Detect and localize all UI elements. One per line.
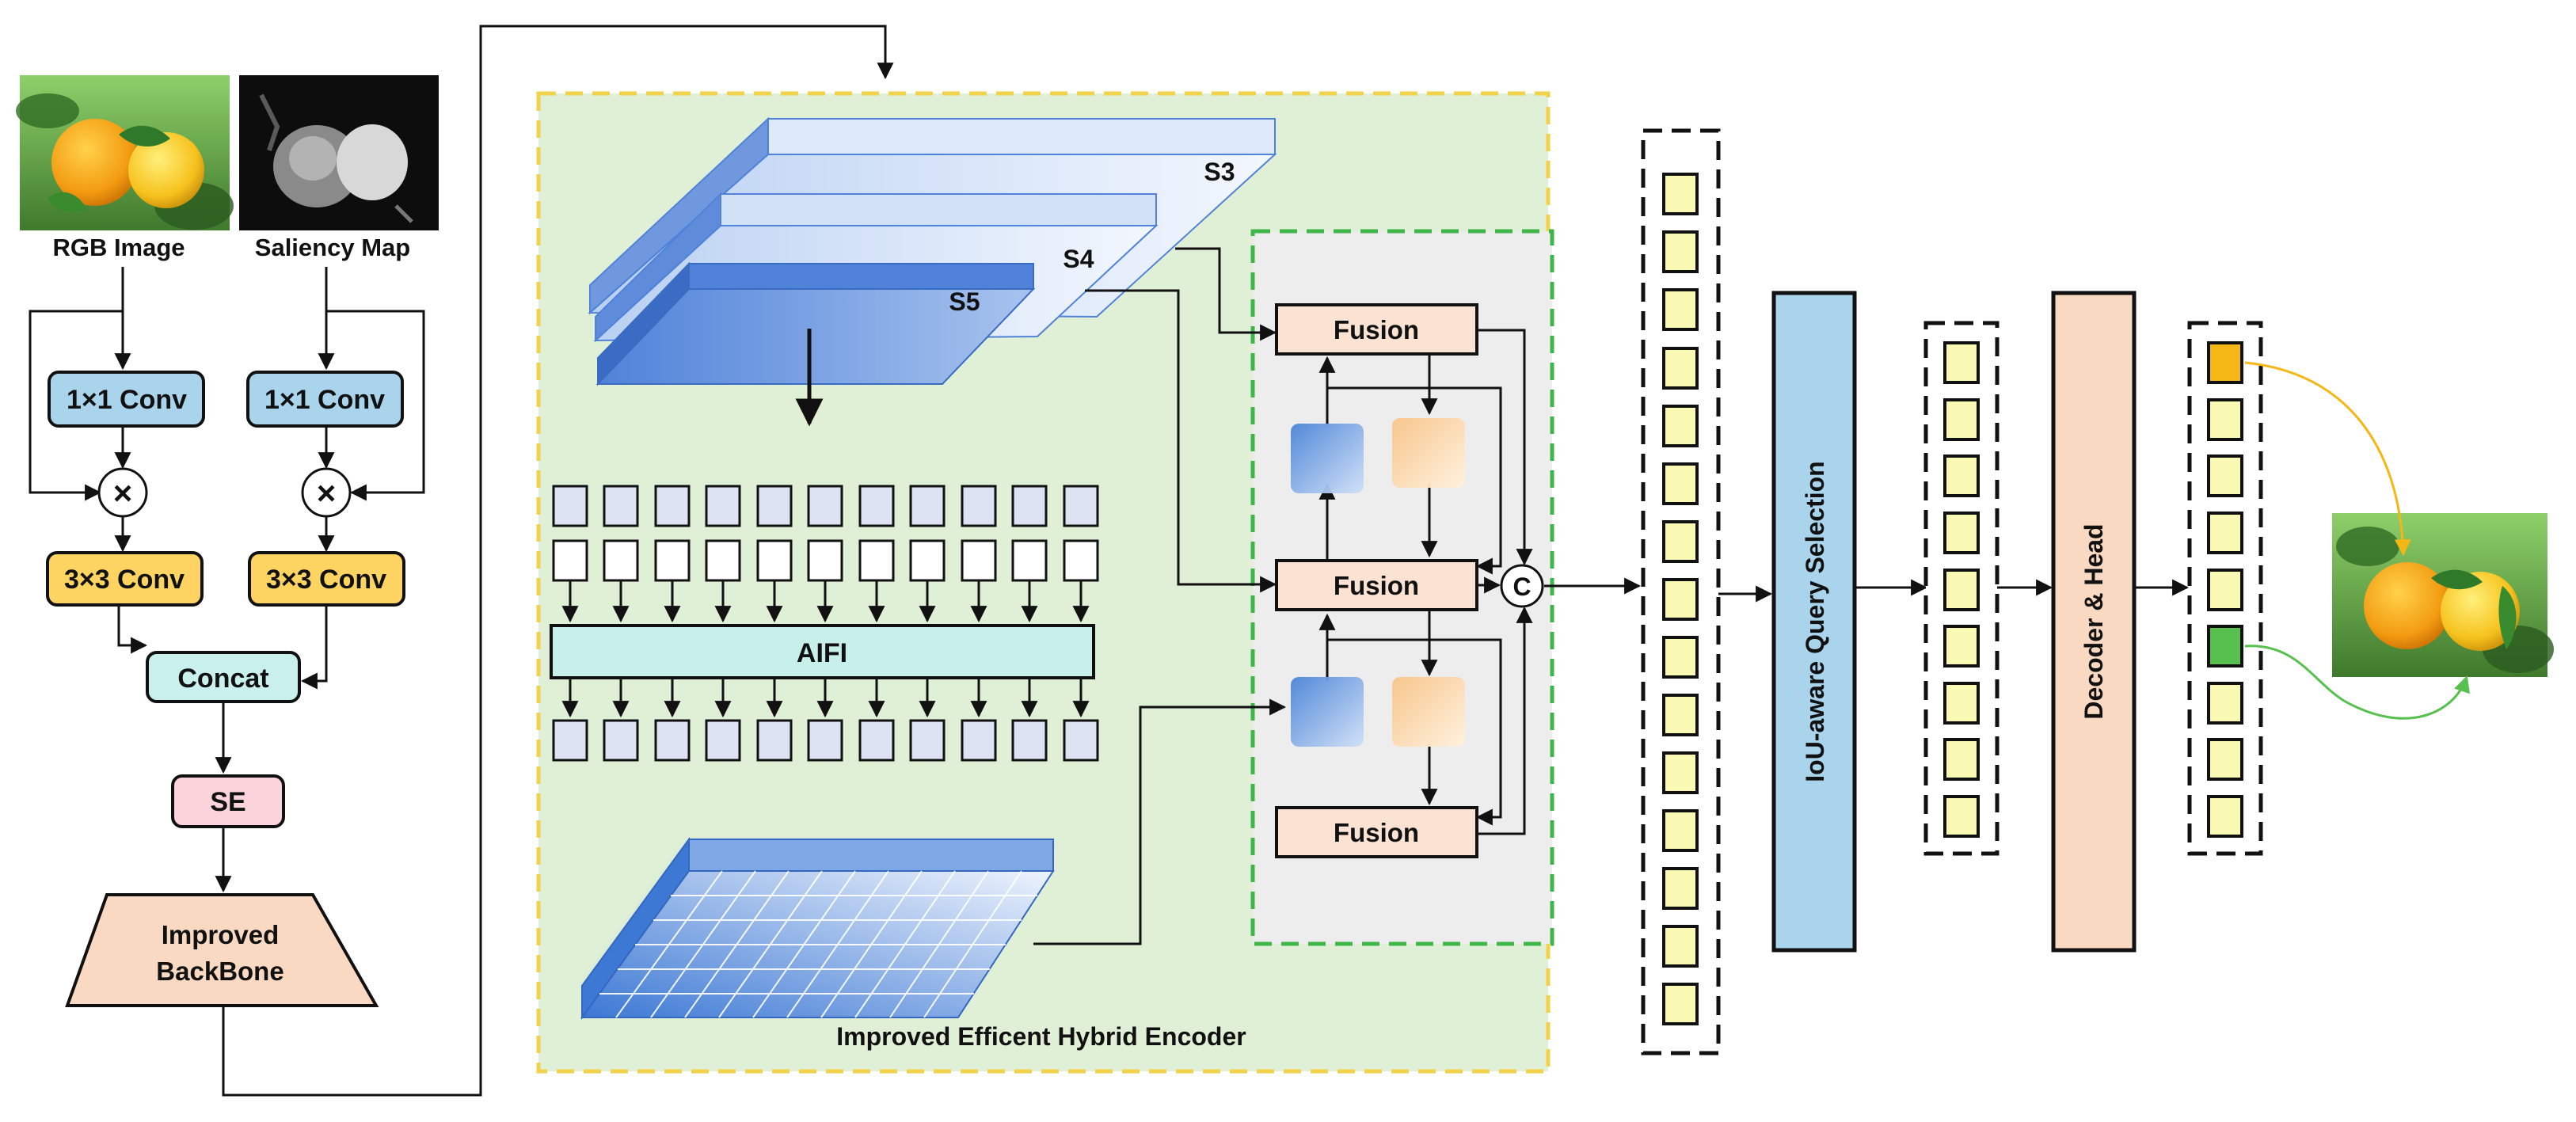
conv-tile-orange-bottom [1392, 677, 1465, 747]
rgb-multiply-symbol: × [113, 474, 133, 512]
preprocess-connectors [29, 25, 894, 1097]
saliency-map-label: Saliency Map [255, 234, 410, 261]
s4-label: S4 [1063, 245, 1094, 273]
saliency-map [239, 75, 439, 230]
aifi-out-arrows [561, 678, 1090, 718]
fusion-box-bottom [1275, 806, 1478, 858]
decoder-head-label: Decoder & Head [2079, 523, 2108, 719]
s5-label: S5 [949, 287, 980, 316]
rgb-conv1x1-label: 1×1 Conv [67, 385, 187, 415]
saliency-multiply-symbol: × [317, 474, 337, 512]
fusion-box-middle [1275, 559, 1478, 611]
query-selection-label: IoU-aware Query Selection [1801, 461, 1829, 782]
concat-node-symbol: C [1512, 572, 1531, 601]
rgb-conv3x3-box [46, 551, 204, 607]
fusion-connectors [1033, 247, 1533, 945]
se-label: SE [210, 787, 245, 817]
conv-tile-blue-top [1291, 424, 1364, 493]
aifi-output-tokens [552, 719, 1099, 762]
feature-map-s5 [595, 261, 1036, 386]
query-selection-box [1771, 291, 1857, 953]
concat-node [1500, 564, 1544, 608]
saliency-conv1x1-label: 1×1 Conv [264, 385, 385, 415]
aifi-input-tokens-2 [552, 539, 1099, 582]
rgb-multiply-node [97, 467, 148, 518]
aifi-input-tokens [552, 485, 1099, 527]
rgb-conv1x1-box [48, 371, 205, 428]
aifi-in-arrows [561, 580, 1090, 623]
selected-tokens [1943, 341, 1980, 838]
se-box [171, 774, 285, 828]
encoder-tokens [1662, 173, 1699, 1025]
fusion-box-top [1275, 303, 1478, 356]
rgb-image-label: RGB Image [52, 234, 185, 261]
saliency-conv3x3-box [248, 551, 405, 607]
decoder-head-box [2051, 291, 2137, 953]
aifi-box [550, 624, 1095, 679]
backbone-box [65, 893, 379, 1007]
aifi-label: AIFI [797, 638, 847, 668]
rgb-image [16, 75, 234, 230]
saliency-conv1x1-box [246, 371, 404, 428]
backbone-label-line2: BackBone [156, 957, 283, 986]
saliency-conv3x3-label: 3×3 Conv [266, 565, 386, 595]
reshaped-feature-grid [580, 836, 1055, 1021]
detection-output-image [2332, 513, 2554, 677]
green-detection-link [2244, 645, 2470, 720]
fusion-middle-label: Fusion [1334, 571, 1419, 600]
fusion-top-label: Fusion [1334, 315, 1419, 344]
s3-label: S3 [1204, 158, 1235, 186]
conv-tile-orange-top [1392, 418, 1465, 488]
saliency-multiply-node [301, 467, 352, 518]
concat-label: Concat [177, 664, 268, 694]
fusion-bottom-label: Fusion [1334, 818, 1419, 847]
orange-detection-link [2244, 361, 2411, 557]
rgb-conv3x3-label: 3×3 Conv [64, 565, 185, 595]
concat-box [146, 651, 301, 703]
encoder-title: Improved Efficent Hybrid Encoder [836, 1022, 1246, 1051]
output-tokens [2207, 341, 2243, 838]
backbone-label-line1: Improved [162, 920, 280, 949]
conv-tile-blue-bottom [1291, 677, 1364, 747]
